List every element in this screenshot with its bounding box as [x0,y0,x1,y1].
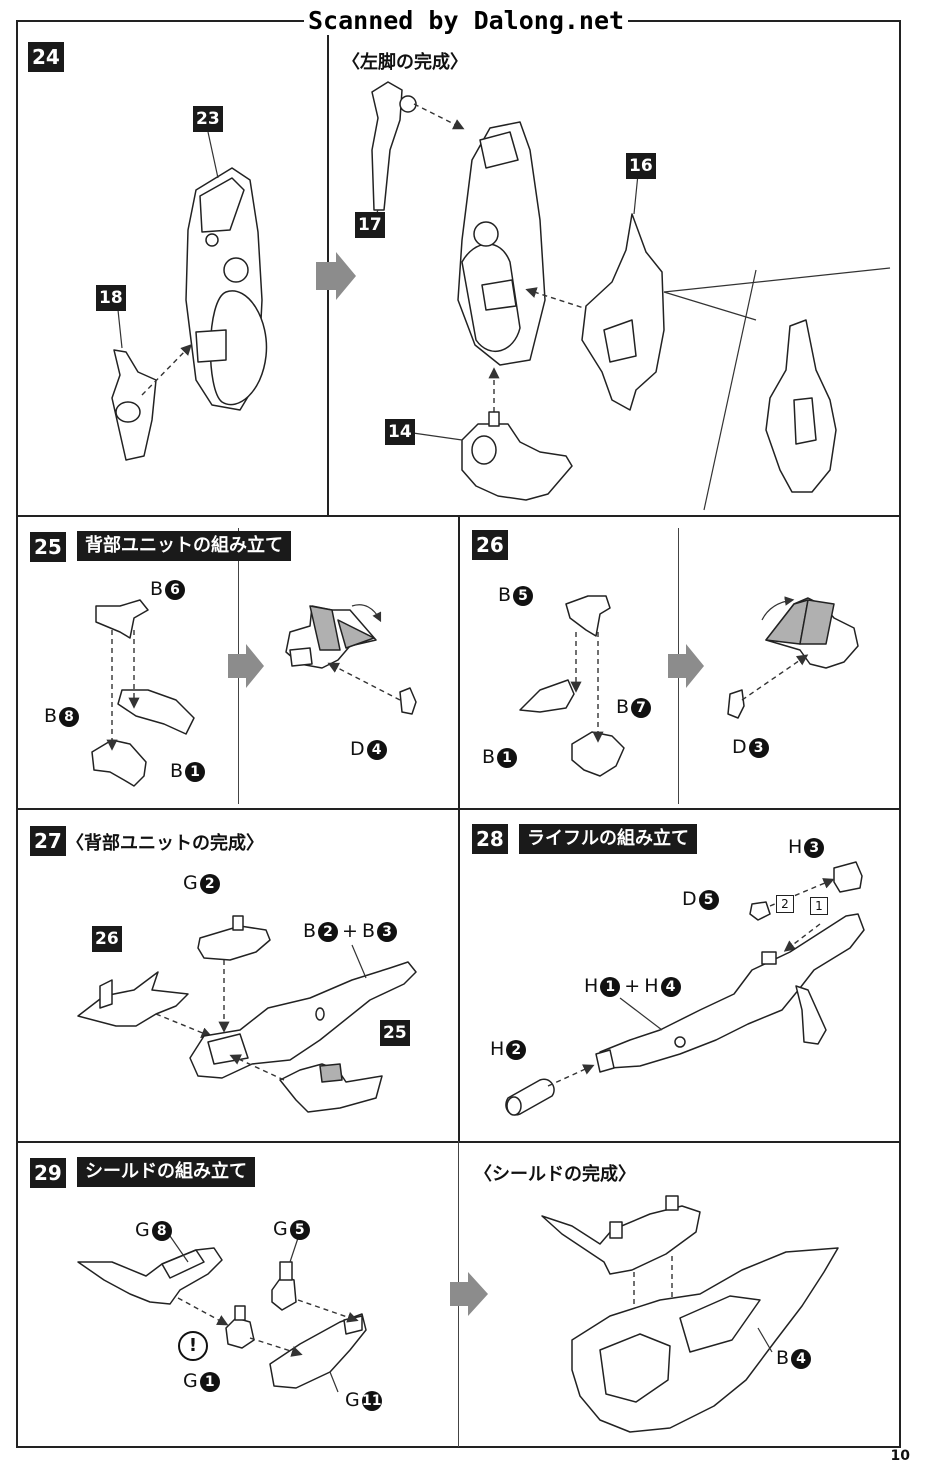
order-2-box: 2 [776,895,794,913]
flow-arrow [450,1272,488,1316]
step-28-number: 28 [472,824,508,854]
step-25-number: 25 [30,532,66,562]
step-24-number: 24 [28,42,64,72]
part-16-label: 16 [626,153,656,179]
part-b7-drawing [571,731,625,777]
part-h3-drawing [833,861,863,893]
part-23-label: 23 [193,106,223,132]
part-18-drawing [111,349,157,461]
step-26-number: 26 [472,530,508,560]
step-25-title: 背部ユニットの組み立て [77,531,291,561]
part-g8-drawing [77,1247,223,1305]
part-d3-drawing [727,689,745,719]
part-b6-drawing [95,599,149,639]
part-d4-drawing [399,687,417,715]
upper-leg-drawing [457,121,546,366]
part-b5-drawing [565,595,611,637]
part-14-drawing [461,411,573,501]
back-unit-25-drawing [285,605,377,669]
part-17-label: 17 [355,212,385,238]
scan-watermark: Scanned by Dalong.net [304,6,629,35]
unit-26-drawing [77,971,189,1027]
step-29-number: 29 [30,1158,66,1188]
page-number: 10 [890,1448,910,1464]
rifle-body-drawing [595,913,865,1073]
col-divider-row2 [458,515,460,809]
col-divider-row3 [458,808,460,1142]
back-body-drawing [189,961,417,1079]
shield-body-drawing [571,1247,839,1433]
shield-top-drawing [541,1195,701,1275]
part-d5-drawing [749,901,771,921]
step-29-title: シールドの組み立て [77,1157,255,1187]
part-14-label: 14 [385,419,415,445]
order-1-box: 1 [810,897,828,915]
flow-arrow [316,252,356,300]
part-g5-drawing [271,1261,297,1311]
step-28-title: ライフルの組み立て [519,824,697,854]
part-25-label: 25 [380,1020,410,1046]
part-b1-26-drawing [519,679,575,713]
part-26-label: 26 [92,926,122,952]
step-27-title: 〈背部ユニットの完成〉 [66,833,264,854]
part-h2-drawing [505,1078,555,1116]
part-b1-drawing [117,689,195,735]
caution-icon: ! [178,1331,208,1361]
back-unit-26-drawing [765,597,859,669]
detail-zoom-drawing [765,319,837,493]
part-18-label: 18 [96,285,126,311]
part-16-drawing [581,213,665,411]
flow-arrow [228,644,264,688]
leg-assembly-drawing [185,167,268,411]
part-g1-drawing [225,1305,255,1349]
unit-25-drawing [279,1063,383,1113]
part-17-drawing [371,81,417,211]
part-g2-drawing [197,915,271,961]
step-27-number: 27 [30,826,66,856]
shield-complete-title: 〈シールドの完成〉 [474,1164,636,1185]
left-leg-complete-title: 〈左脚の完成〉 [342,52,468,73]
flow-arrow [668,644,704,688]
part-g11-drawing [269,1313,367,1389]
part-b8-drawing [91,739,147,787]
